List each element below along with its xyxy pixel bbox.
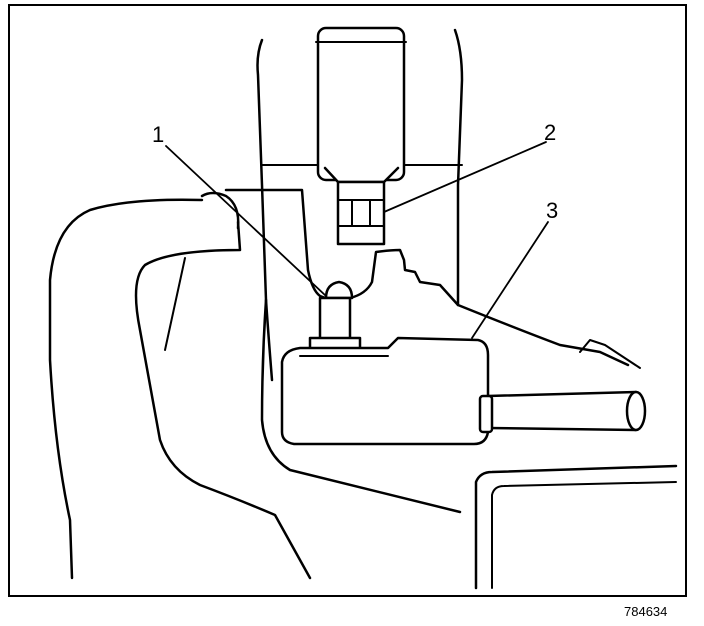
socket-tool	[315, 26, 407, 246]
callout-3: 3	[546, 198, 559, 223]
bleeder-stem	[318, 296, 352, 342]
housing-step	[579, 339, 641, 369]
socket-neck	[323, 166, 400, 184]
tube-end	[625, 390, 647, 432]
panel-inner	[491, 481, 677, 589]
leader-line-3	[471, 221, 549, 339]
socket-handle	[316, 26, 406, 182]
callout-1: 1	[152, 122, 165, 147]
hose-left-outer	[48, 198, 204, 580]
figure-number: 784634	[624, 604, 668, 619]
tube-bottom	[486, 426, 638, 432]
hose-left-end	[200, 191, 240, 230]
tube-right	[478, 390, 647, 434]
housing-column-outline	[256, 28, 464, 382]
leader-line-2	[383, 141, 547, 213]
leader-line-1	[165, 145, 327, 297]
panel-outer	[474, 464, 678, 590]
module-body	[280, 336, 490, 446]
socket-hex-facet	[337, 199, 385, 227]
bleeder-tip	[324, 280, 354, 300]
socket-hex	[336, 180, 386, 246]
tube-collar	[478, 394, 494, 434]
housing-lower-curve	[260, 298, 462, 514]
callout-2: 2	[544, 120, 557, 145]
bracket-pocket	[224, 188, 630, 367]
hose-left-inner	[134, 220, 312, 580]
hose-seam	[164, 257, 186, 351]
module-outline	[280, 336, 490, 446]
tube-top	[486, 390, 638, 398]
